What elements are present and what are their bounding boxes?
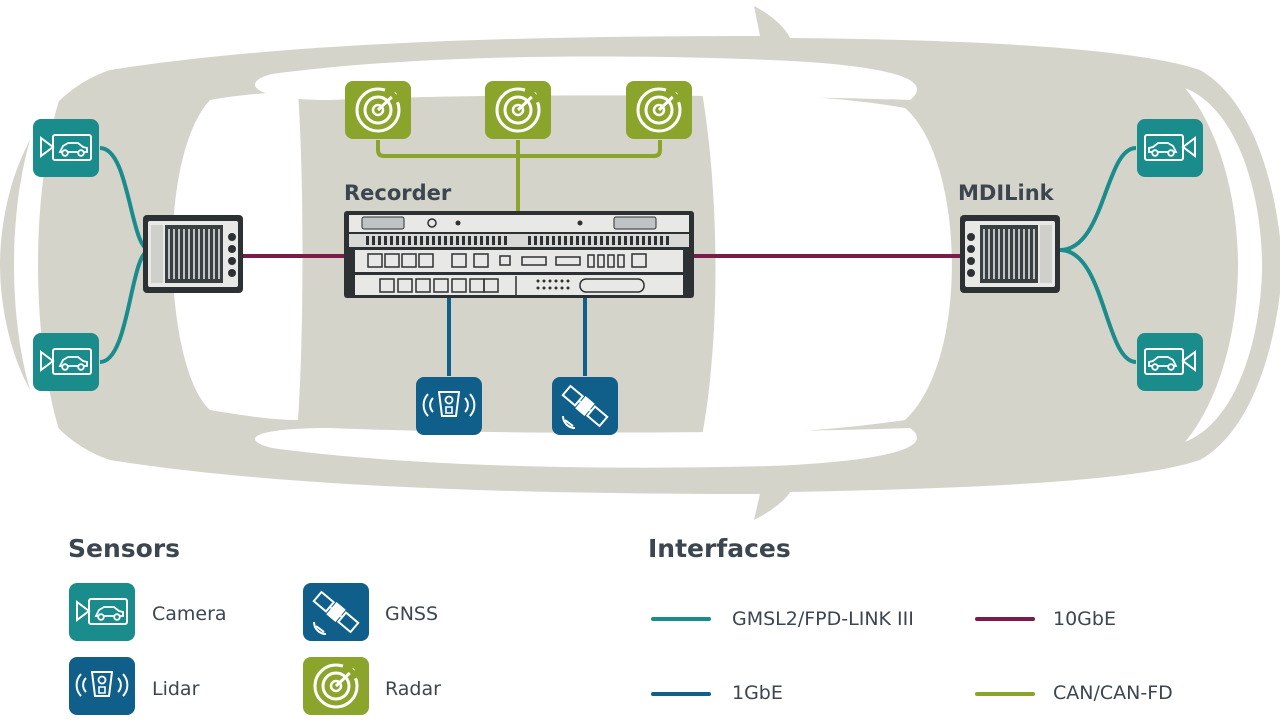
radar-icon bbox=[345, 81, 411, 139]
recorder-label: Recorder bbox=[344, 181, 452, 205]
satellite-icon bbox=[551, 376, 619, 436]
legend-camera-label: Camera bbox=[152, 603, 227, 625]
recorder-device bbox=[344, 211, 694, 298]
legend-lidar-label: Lidar bbox=[152, 678, 200, 700]
legend-radar-label: Radar bbox=[385, 678, 441, 700]
legend-gmsl-label: GMSL2/FPD-LINK III bbox=[732, 608, 914, 630]
rear-accent bbox=[14, 68, 72, 462]
legend-gnss-label: GNSS bbox=[385, 603, 439, 625]
radar-icon bbox=[485, 81, 551, 139]
camera-icon bbox=[32, 332, 100, 392]
interfaces-legend-title: Interfaces bbox=[648, 534, 791, 563]
radar-icon bbox=[626, 81, 692, 139]
legend-1gbe-label: 1GbE bbox=[732, 682, 783, 704]
sensors-legend-title: Sensors bbox=[68, 534, 181, 563]
mdilink-device-left bbox=[143, 215, 243, 293]
legend-10gbe-label: 10GbE bbox=[1053, 608, 1116, 630]
windshield bbox=[702, 92, 952, 436]
legend-gmsl-line bbox=[651, 617, 711, 621]
gmsl-line-right-bottom bbox=[1059, 248, 1137, 364]
lidar-icon bbox=[415, 376, 483, 436]
legend-1gbe-line bbox=[651, 692, 711, 696]
radar-icon bbox=[302, 656, 370, 716]
camera-icon bbox=[68, 582, 136, 642]
mdilink-label: MDILink bbox=[958, 181, 1055, 205]
mdilink-device-right bbox=[960, 215, 1060, 293]
lidar-icon bbox=[68, 656, 136, 716]
top-side-window bbox=[255, 56, 918, 100]
camera-icon bbox=[32, 118, 100, 178]
camera-icon bbox=[1136, 118, 1204, 178]
legend-10gbe-line bbox=[975, 617, 1035, 621]
camera-icon bbox=[1136, 332, 1204, 392]
legend-can-line bbox=[975, 692, 1035, 696]
satellite-icon bbox=[302, 582, 370, 642]
bottom-side-window bbox=[255, 428, 918, 468]
front-accent bbox=[1185, 88, 1262, 442]
legend-can-label: CAN/CAN-FD bbox=[1053, 682, 1173, 704]
gmsl-line-right-top bbox=[1059, 146, 1137, 252]
